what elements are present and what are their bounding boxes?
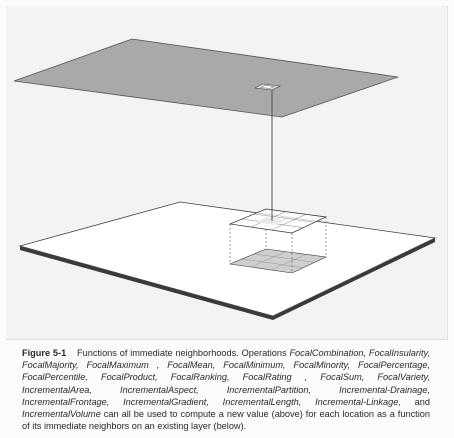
figure-label: Figure 5-1 bbox=[22, 348, 67, 358]
floating-center-cell bbox=[256, 217, 286, 225]
caption-and: and bbox=[414, 396, 430, 407]
caption-conclusion: can all be used to compute a new value (… bbox=[22, 409, 430, 432]
caption-operation-volume: IncrementalVolume bbox=[22, 409, 101, 420]
caption-intro: Functions of immediate neighborhoods. Op… bbox=[77, 348, 287, 358]
upper-layer bbox=[13, 38, 399, 118]
figure-illustration bbox=[6, 6, 448, 340]
lower-layer bbox=[18, 201, 437, 317]
output-cell-highlight bbox=[260, 85, 275, 89]
layer-diagram bbox=[13, 38, 437, 320]
lower-layer-edge-right bbox=[273, 238, 435, 320]
lower-layer-edge bbox=[20, 246, 273, 320]
lower-neighborhood-grid bbox=[242, 251, 315, 271]
figure-caption: Figure 5-1 Functions of immediate neighb… bbox=[22, 347, 430, 432]
caption-operations-list: FocalCombination, FocalInsularity, Focal… bbox=[22, 348, 430, 407]
